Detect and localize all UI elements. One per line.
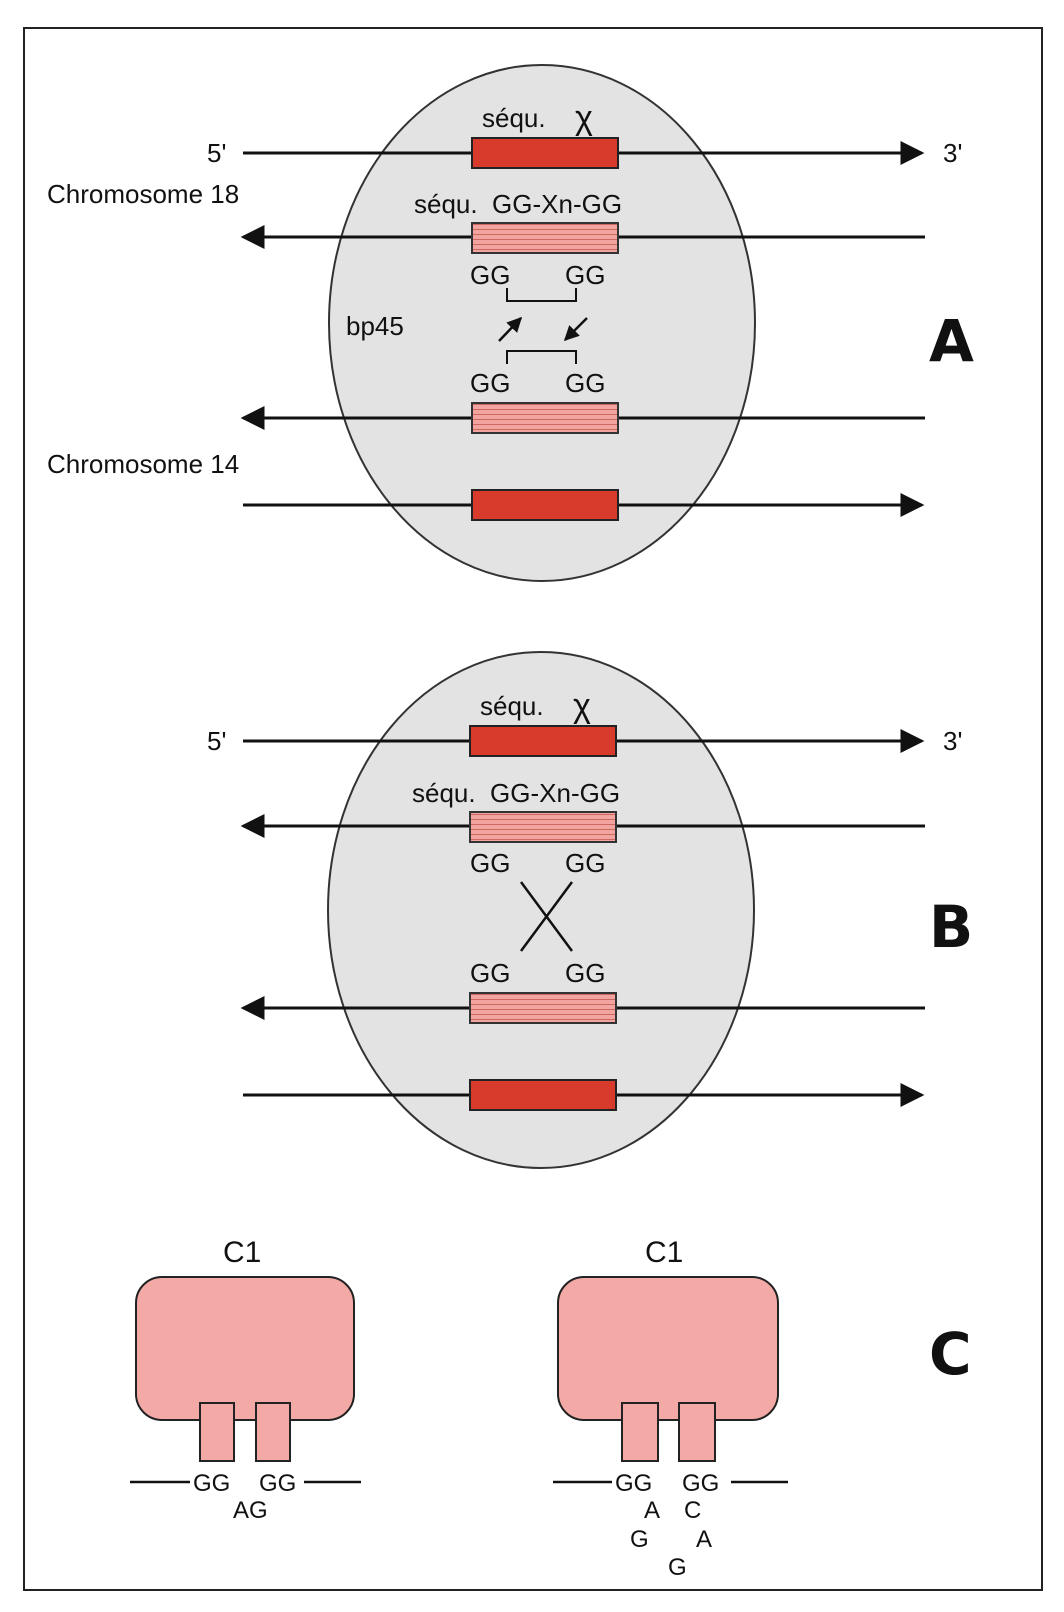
panel-a-arrow-left: [498, 316, 523, 342]
panel-c-right-gg-left: GG: [615, 1470, 652, 1497]
panel-a-5prime: 5': [207, 138, 226, 168]
panel-a-gg-top-left: GG: [470, 260, 510, 290]
panel-b-3prime: 3': [943, 726, 962, 756]
panel-a-bracket-top: [506, 288, 577, 302]
panel-c-right-loop-5: G: [668, 1554, 687, 1581]
panel-b-chi-label: séqu.: [480, 691, 544, 721]
panel-c-left-loop: AG: [233, 1497, 268, 1524]
panel-b-seq-label: séqu. GG-Xn-GG: [412, 778, 620, 808]
panel-a-bp45: bp45: [346, 311, 404, 341]
panel-c-right-loop-4: A: [696, 1526, 712, 1553]
panel-a-chromosome-18: Chromosome 18: [47, 179, 239, 209]
panel-b-gg-top-left: GG: [470, 848, 510, 878]
panel-a-seq-box-bottom: [471, 402, 619, 434]
panel-c-left-foot-2: [255, 1402, 291, 1462]
panel-a-bracket-bottom: [506, 350, 577, 364]
panel-a-chi-label: séqu.: [482, 103, 546, 133]
panel-b: 5' 3' séqu. χ séqu. GG-Xn-GG GG GG GG GG…: [207, 651, 973, 1169]
panel-c-right-protein: [557, 1276, 779, 1421]
panel-c-right-loop-2: C: [684, 1497, 701, 1524]
panel-a: 5' 3' séqu. χ Chromosome 18 séqu. GG-Xn-…: [47, 64, 974, 582]
panel-b-seq-box-top: [469, 811, 617, 843]
panel-c-right-foot-2: [678, 1402, 716, 1462]
panel-b-chi-symbol: χ: [573, 687, 591, 725]
panel-c-left-foot-1: [199, 1402, 235, 1462]
panel-a-letter: A: [929, 307, 974, 375]
panel-a-chromosome-14: Chromosome 14: [47, 449, 239, 479]
panel-b-gg-bottom-right: GG: [565, 958, 605, 988]
panel-a-arrow-right: [563, 317, 588, 342]
panel-c-left-title: C1: [223, 1236, 261, 1269]
panel-c-left-gg-left: GG: [193, 1470, 230, 1497]
panel-c-right-gg-right: GG: [682, 1470, 719, 1497]
panel-a-ellipse: [328, 64, 756, 582]
panel-a-seq-label: séqu. GG-Xn-GG: [414, 189, 622, 219]
panel-b-chi-box-bottom: [469, 1079, 617, 1111]
panel-a-chi-box-top: [471, 137, 619, 169]
panel-b-gg-bottom-left: GG: [470, 958, 510, 988]
panel-b-5prime: 5': [207, 726, 226, 756]
panel-a-seq-box-top: [471, 222, 619, 254]
panel-a-3prime: 3': [943, 138, 962, 168]
panel-b-seq-box-bottom: [469, 992, 617, 1024]
panel-c-right-loop-1: A: [644, 1497, 660, 1524]
panel-b-cross-line-2: [519, 881, 574, 952]
panel-c-left-gg-right: GG: [259, 1470, 296, 1497]
panel-b-gg-top-right: GG: [565, 848, 605, 878]
panel-c: C1 GG GG AG C1 GG GG A C G A G C: [130, 1236, 972, 1581]
panel-a-chi-symbol: χ: [575, 99, 593, 137]
panel-a-gg-top-right: GG: [565, 260, 605, 290]
panel-c-right-title: C1: [645, 1236, 683, 1269]
panel-c-right-loop-3: G: [630, 1526, 649, 1553]
panel-a-gg-bottom-right: GG: [565, 368, 605, 398]
panel-a-gg-bottom-left: GG: [470, 368, 510, 398]
panel-b-letter: B: [929, 893, 973, 961]
panel-b-chi-box-top: [469, 725, 617, 757]
panel-c-left-protein: [135, 1276, 355, 1421]
panel-c-letter: C: [929, 1320, 972, 1388]
panel-a-chi-box-bottom: [471, 489, 619, 521]
panel-c-right-foot-1: [621, 1402, 659, 1462]
